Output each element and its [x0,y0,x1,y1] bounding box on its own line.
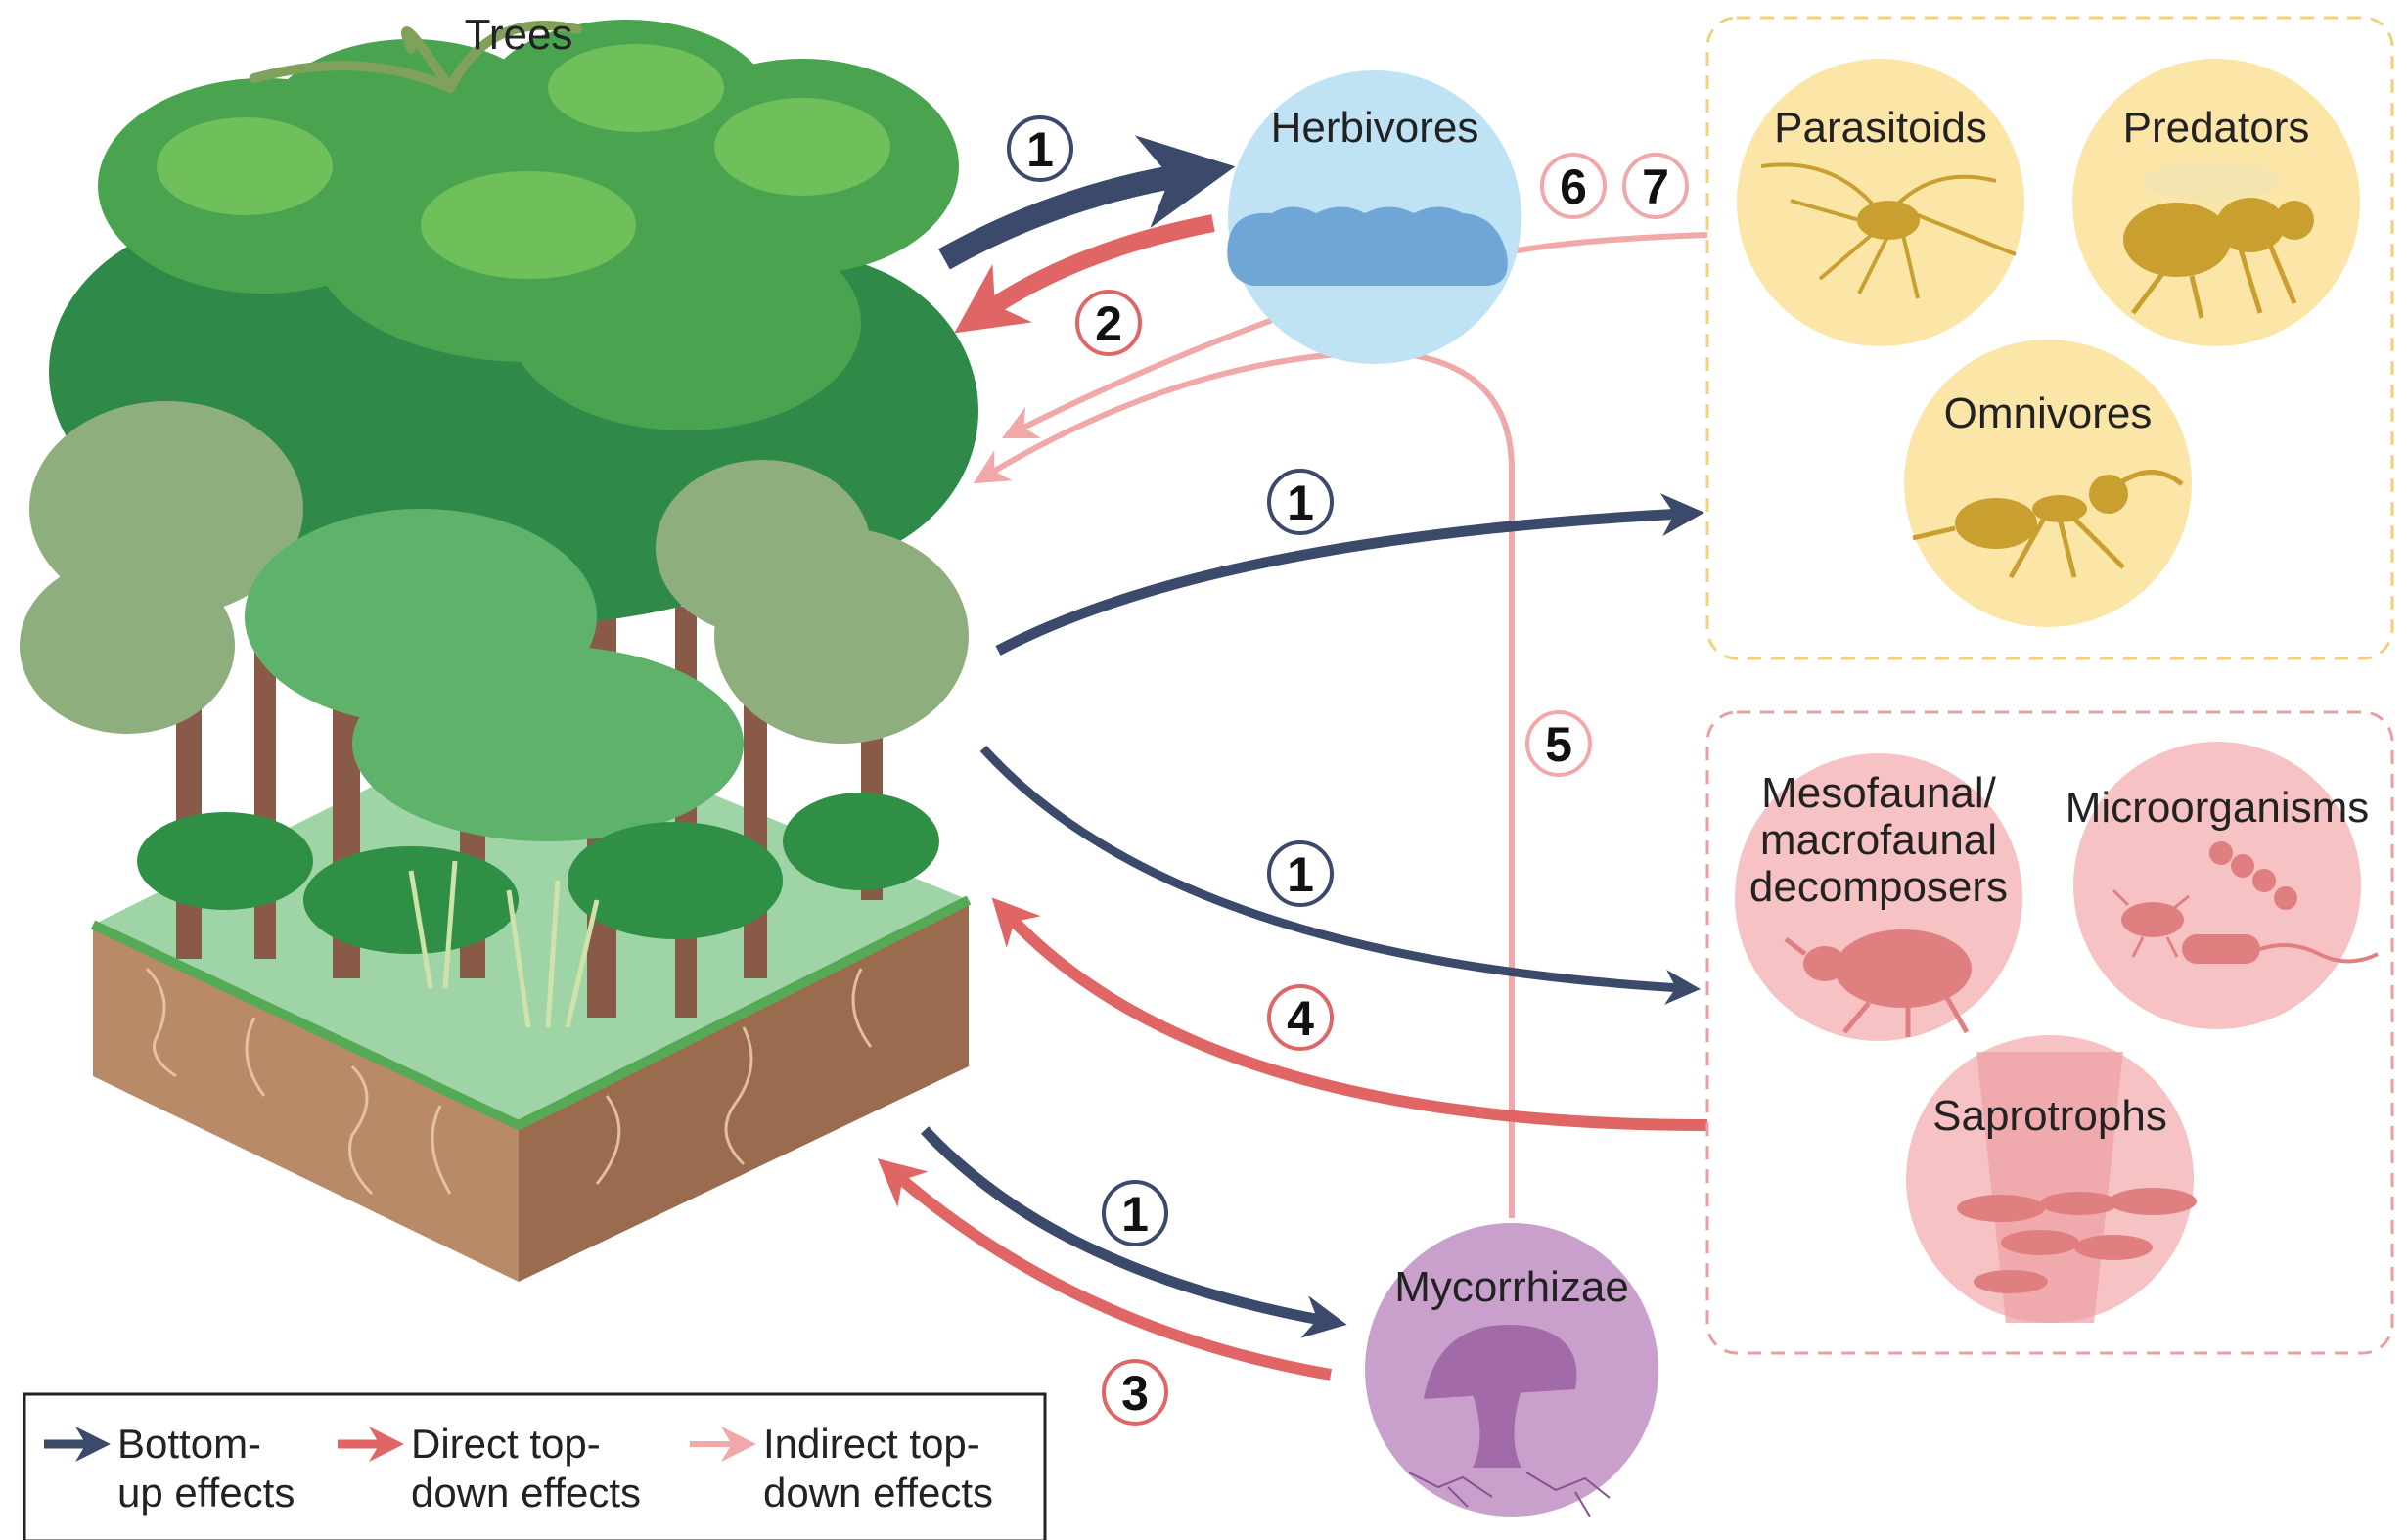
svg-text:3: 3 [1121,1366,1149,1421]
badge-5: 5 [1525,710,1592,777]
wasp-icon [1760,162,2017,299]
ant-icon [1912,470,2184,579]
mushroom-icon [1408,1324,1611,1517]
badge-6: 6 [1540,153,1607,219]
legend-bottom-up-line2: up effects [117,1470,295,1516]
badge-1-mycorrhizae: 1 [1102,1180,1168,1246]
trees-illustration [20,20,978,1028]
arrow-trees-to-mycorrhizae [920,1126,1347,1338]
svg-text:1: 1 [1026,122,1054,177]
badge-1-decomposers: 1 [1267,840,1334,907]
svg-text:1: 1 [1121,1187,1149,1242]
omnivores-node: Omnivores [1904,340,2192,627]
svg-text:6: 6 [1560,159,1587,214]
legend-indirect: Indirect top- down effects [690,1421,993,1516]
predators-node: Predators [2072,59,2360,346]
badge-3: 3 [1102,1359,1168,1426]
legend-indirect-line1: Indirect top- [763,1421,980,1467]
decomposer-group [1705,710,2394,1355]
badge-2: 2 [1075,290,1142,356]
herbivores-label: Herbivores [1271,104,1479,152]
microbe-icon [2112,841,2379,964]
arrow-herbivores-to-trees [954,214,1215,334]
svg-text:7: 7 [1642,159,1669,214]
legend-direct-line2: down effects [411,1470,641,1516]
arrow-trees-to-decomposers [979,745,1701,1005]
omnivores-label: Omnivores [1944,389,2153,437]
badge-7: 7 [1622,153,1689,219]
parasitoids-node: Parasitoids [1737,59,2024,346]
arrow-trees-to-predators [995,493,1704,656]
legend-direct-line1: Direct top- [411,1421,601,1467]
microorganisms-label: Microorganisms [2066,784,2370,832]
svg-text:4: 4 [1287,991,1314,1046]
decomposers-label-line3: decomposers [1749,863,2008,911]
svg-text:1: 1 [1287,476,1314,530]
decomposers-label-line2: macrofaunal [1760,816,1997,864]
number-badges: 1 2 6 7 1 5 1 4 [1007,115,1689,1426]
svg-text:2: 2 [1095,296,1122,351]
higher-trophic-group [1705,16,2394,660]
arrows [877,135,1708,1381]
caterpillar-icon [1227,206,1508,286]
legend-indirect-line2: down effects [763,1470,993,1516]
decomposers-node: Mesofaunal/ macrofaunal decomposers [1735,753,2022,1041]
beetle-icon [1784,929,1972,1037]
parasitoids-label: Parasitoids [1774,104,1987,152]
herbivores-node: Herbivores [1227,70,1521,364]
badge-4: 4 [1267,984,1334,1051]
arrow-decomposers-to-trees [991,897,1708,1131]
microorganisms-node: Microorganisms [2066,742,2379,1029]
legend-direct: Direct top- down effects [338,1421,641,1516]
svg-text:5: 5 [1545,717,1572,772]
arrow-mycorrhizae-to-trees [877,1158,1333,1381]
arrow-mycorrhizae-indirect [973,348,1515,1218]
decomposers-label-line1: Mesofaunal/ [1761,769,1996,817]
legend-bottom-up-line1: Bottom- [117,1421,261,1467]
trees-title: Trees [465,11,573,59]
arrow-trees-to-herbivores [938,135,1236,270]
badge-1-herbivores: 1 [1007,115,1073,182]
mycorrhizae-node: Mycorrhizae [1365,1223,1658,1517]
mycorrhizae-label: Mycorrhizae [1394,1263,1629,1311]
legend: Bottom- up effects Direct top- down effe… [23,1392,1047,1540]
saprotrophs-node: Saprotrophs [1906,1035,2197,1323]
badge-1-predators: 1 [1267,469,1334,535]
bee-icon [2123,161,2314,319]
svg-text:1: 1 [1287,847,1314,902]
saprotrophs-label: Saprotrophs [1932,1092,2167,1140]
predators-label: Predators [2123,104,2310,152]
bracket-fungus-icon [1957,1188,2197,1293]
legend-bottom-up: Bottom- up effects [44,1421,295,1516]
